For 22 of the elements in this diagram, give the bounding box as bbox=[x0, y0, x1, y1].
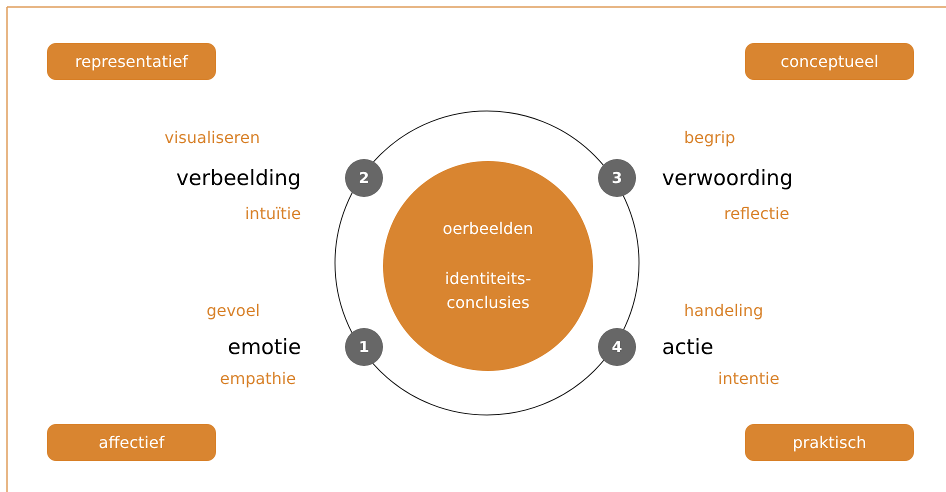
category-label: affectief bbox=[47, 424, 216, 461]
aspect-term: intuïtie bbox=[244, 204, 301, 224]
dimension-term: emotie bbox=[228, 334, 301, 360]
aspect-term: handeling bbox=[684, 301, 764, 321]
number-circle: 1 bbox=[345, 328, 383, 366]
dimension-term: verbeelding bbox=[176, 165, 301, 191]
aspect-term: visualiseren bbox=[164, 128, 260, 148]
aspect-term: gevoel bbox=[206, 301, 260, 321]
circle-text: identiteits- conclusies bbox=[444, 268, 532, 314]
category-label: representatief bbox=[47, 43, 216, 80]
dimension-term: actie bbox=[662, 334, 714, 360]
number-circle: 2 bbox=[345, 159, 383, 197]
aspect-term: empathie bbox=[220, 369, 296, 389]
circle-text: oerbeelden bbox=[442, 218, 534, 240]
aspect-term: reflectie bbox=[724, 204, 790, 224]
number-circle: 3 bbox=[598, 159, 636, 197]
aspect-term: begrip bbox=[684, 128, 736, 148]
category-label: conceptueel bbox=[745, 43, 914, 80]
dimension-term: verwoording bbox=[662, 165, 793, 191]
category-label: praktisch bbox=[745, 424, 914, 461]
aspect-term: intentie bbox=[718, 369, 780, 389]
number-circle: 4 bbox=[598, 328, 636, 366]
